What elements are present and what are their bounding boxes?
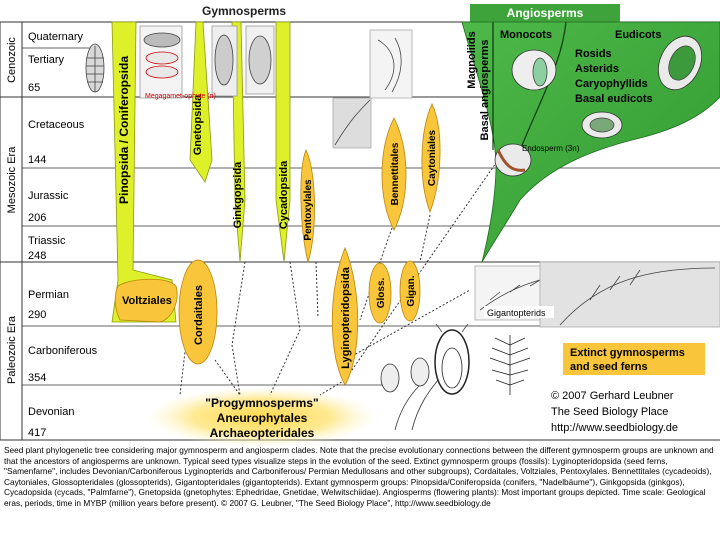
label-magnoliids: Magnoliids <box>466 31 478 88</box>
lineage-voltziales-shape <box>114 278 178 323</box>
label-megagametophyte: Megagamet-ophyte (n) <box>145 93 216 100</box>
period-devonian: Devonian <box>28 406 74 418</box>
mya-290: 290 <box>28 309 46 321</box>
label-endosperm: Endosperm (3n) <box>522 144 580 153</box>
lineage-labels: Pinopsida / Coniferopsida Gnetopsida Gin… <box>117 56 438 369</box>
label-basal-eudicots: Basal eudicots <box>575 93 653 105</box>
label-gnetopsida: Gnetopsida <box>192 94 204 155</box>
bennettitales-image <box>332 97 372 149</box>
extinct-lineages <box>114 103 441 386</box>
period-permian: Permian <box>28 289 69 301</box>
header-angiosperms: Angiosperms <box>507 6 584 20</box>
label-lyginopteridopsida: Lyginopteridopsida <box>340 266 352 369</box>
ginkgo-seed-image <box>245 25 275 95</box>
era-paleozoic: Paleozoic Era <box>6 315 18 384</box>
progymnosperm-glow <box>147 387 377 447</box>
lineage-gloss-shape <box>368 262 392 324</box>
label-rosids: Rosids <box>575 48 612 60</box>
period-lines <box>22 47 720 386</box>
label-gigantopterids: Gigantopterids <box>487 308 546 318</box>
basal-angiosperm-seed-image <box>581 111 623 139</box>
period-carboniferous: Carboniferous <box>28 345 98 357</box>
extinct-legend-line1: Extinct gymnosperms <box>570 347 685 359</box>
lineage-cordaitales-shape <box>178 259 218 365</box>
extinct-legend-box <box>563 343 705 375</box>
lineage-pentoxylales-shape <box>300 149 315 264</box>
lineage-cycadopsida-shape <box>275 21 291 263</box>
monocot-seed-image <box>511 49 557 91</box>
progymnosperms-line3: Archaeopteridales <box>210 426 315 440</box>
fossil-frond-image <box>539 261 720 328</box>
era-mesozoic: Mesozoic Era <box>6 146 18 214</box>
cycad-seed-image <box>369 29 413 99</box>
period-jurassic: Jurassic <box>28 190 69 202</box>
fern-frond-image <box>489 335 531 395</box>
endosperm-seed-image <box>494 143 532 177</box>
gigantopterids-label-bg <box>484 306 554 318</box>
gnetopsida-seed-image <box>211 25 238 97</box>
mya-354: 354 <box>28 372 46 384</box>
seed-fern-seed-image <box>434 323 470 395</box>
progymnosperms-line1: "Progymnosperms" <box>205 396 318 410</box>
angiosperms-header-box <box>470 4 620 22</box>
label-monocots: Monocots <box>500 29 552 41</box>
era-cenozoic: Cenozoic <box>6 37 18 83</box>
credit-line1: © 2007 Gerhard Leubner <box>551 390 674 402</box>
mya-144: 144 <box>28 154 46 166</box>
label-ginkgopsida: Ginkgopsida <box>232 161 244 229</box>
lineage-lyginopteridopsida-shape <box>331 246 359 386</box>
label-cycadopsida: Cycadopsida <box>278 160 290 229</box>
credit-line2: The Seed Biology Place <box>551 406 668 418</box>
label-eudicots: Eudicots <box>615 29 661 41</box>
credit-line3: http://www.seedbiology.de <box>551 422 678 434</box>
label-pinopsida: Pinopsida / Coniferopsida <box>117 56 131 204</box>
period-triassic: Triassic <box>28 235 66 247</box>
lineage-gigan-shape <box>399 260 421 322</box>
label-caytoniales: Caytoniales <box>427 129 438 186</box>
label-caryophyllids: Caryophyllids <box>575 78 648 90</box>
label-voltziales: Voltziales <box>122 295 172 307</box>
label-cordaitales: Cordaitales <box>193 285 205 345</box>
label-asterids: Asterids <box>575 63 619 75</box>
label-pentoxylales: Pentoxylales <box>303 179 314 241</box>
period-tertiary: Tertiary <box>28 54 65 66</box>
mya-65: 65 <box>28 82 40 94</box>
preovule-image <box>380 357 439 431</box>
header-gymnosperms: Gymnosperms <box>202 4 286 18</box>
label-gigan: Gigan. <box>406 275 417 306</box>
lineage-bennettitales-shape <box>381 117 407 231</box>
period-quaternary: Quaternary <box>28 31 84 43</box>
label-basal-angiosperms: Basal angiosperms <box>479 40 491 141</box>
label-bennettitales: Bennettitales <box>390 142 401 205</box>
lineage-gnetopsida-shape <box>189 21 213 183</box>
period-labels: Quaternary Tertiary 65 Cretaceous 144 Ju… <box>28 31 98 439</box>
mya-206: 206 <box>28 212 46 224</box>
extinct-legend-line2: and seed ferns <box>570 361 648 373</box>
figure-caption: Seed plant phylogenetic tree considering… <box>4 445 714 508</box>
seed-illustrations <box>85 25 720 431</box>
lineage-caytoniales-shape <box>421 103 441 214</box>
progymnosperms-line2: Aneurophytales <box>217 411 308 425</box>
conifer-seed-image <box>139 25 183 99</box>
conifer-cone-image <box>85 43 105 93</box>
mya-248: 248 <box>28 250 46 262</box>
mya-417: 417 <box>28 427 46 439</box>
eudicot-seed-image <box>657 35 703 91</box>
period-cretaceous: Cretaceous <box>28 119 85 131</box>
label-gloss: Gloss. <box>376 278 387 309</box>
